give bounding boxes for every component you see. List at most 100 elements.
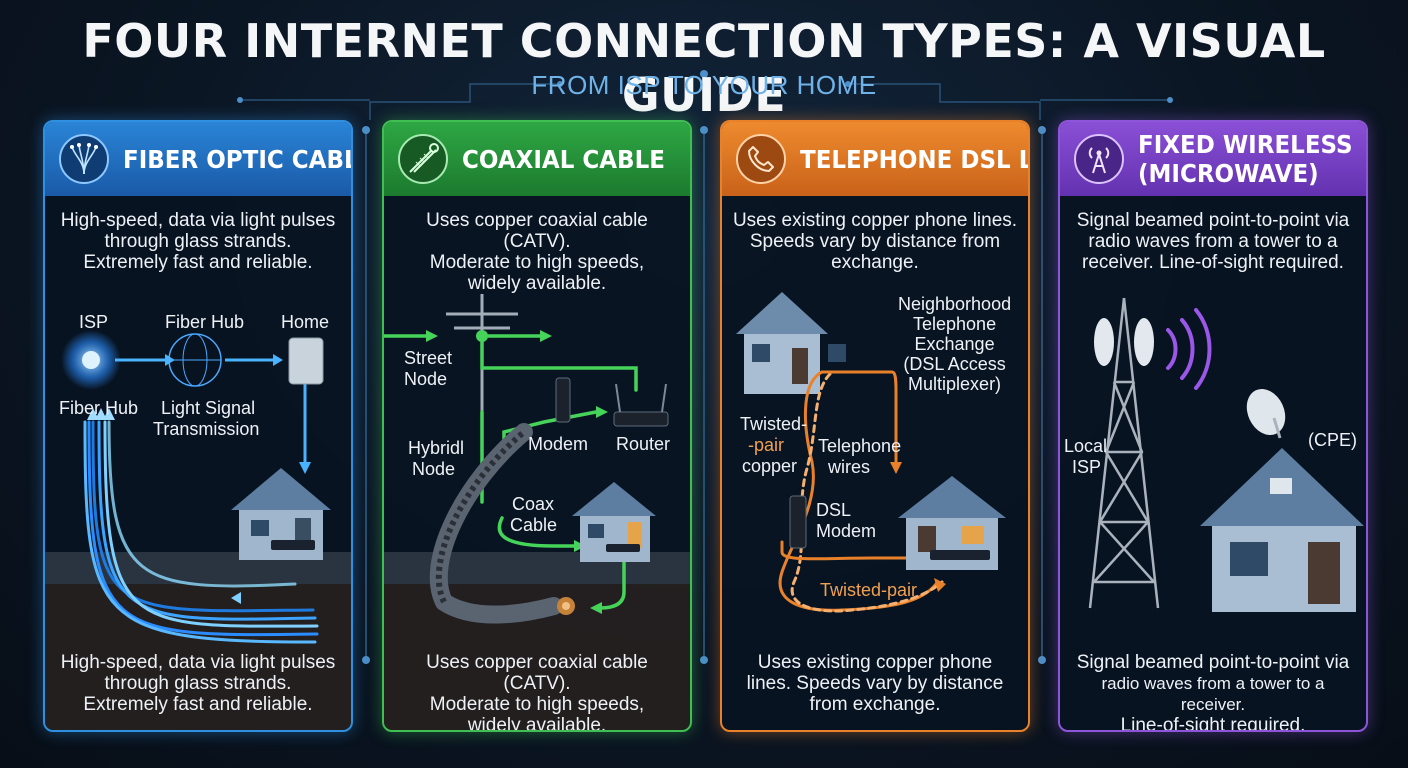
label-fiber-hub-left: Fiber Hub <box>59 398 139 418</box>
panel-coaxial: COAXIAL CABLE Uses copper coaxial cable … <box>382 120 692 732</box>
label-transmission: Transmission <box>153 419 260 439</box>
radio-tower-icon <box>1074 134 1124 184</box>
house-icon <box>898 476 1006 570</box>
panel-header: FIXED WIRELESS (MICROWAVE) <box>1060 122 1366 196</box>
panel-title: FIBER OPTIC CABLE <box>123 144 353 174</box>
radio-waves <box>1166 308 1212 390</box>
label-line: Exchange <box>914 334 995 354</box>
panel-title: FIXED WIRELESS (MICROWAVE) <box>1138 130 1353 188</box>
desc-line: lines. Speeds vary by distance <box>746 673 1004 694</box>
desc-line: Extremely fast and reliable. <box>83 252 313 273</box>
coax-diagram <box>384 294 690 730</box>
label-cpe: (CPE) <box>1308 430 1357 450</box>
panel-description-top: Uses copper coaxial cable (CATV). Modera… <box>394 210 680 294</box>
page-subtitle: FROM ISP TO YOUR HOME <box>531 70 877 100</box>
desc-line: High-speed, data via light pulses <box>60 652 336 673</box>
panel-description-top: Uses existing copper phone lines. Speeds… <box>732 210 1018 273</box>
panel-description-bottom: Uses existing copper phone lines. Speeds… <box>732 652 1018 715</box>
receiver-dish-icon <box>1246 388 1286 439</box>
panel-title: TELEPHONE DSL LINE <box>800 144 1028 174</box>
exchange-building-icon <box>736 292 846 394</box>
desc-line: exchange. <box>831 252 919 273</box>
label-isp: ISP <box>1072 457 1102 477</box>
panel-description-bottom: Signal beamed point-to-point via radio w… <box>1070 652 1356 732</box>
transmission-tower-icon <box>1088 297 1160 609</box>
label-line: Multiplexer) <box>908 374 1002 394</box>
phone-icon <box>736 134 786 184</box>
desc-line: High-speed, data via light pulses <box>60 210 336 231</box>
coax-cable-icon <box>398 134 448 184</box>
desc-line: Extremely fast and reliable. <box>83 694 313 715</box>
home-terminal-icon <box>288 337 324 385</box>
label-twisted: Twisted- <box>740 414 808 434</box>
circuit-decoration <box>237 70 1173 120</box>
label-fiber-hub: Fiber Hub <box>165 312 245 332</box>
label-copper: copper <box>742 456 798 476</box>
label-node: Node <box>404 369 448 389</box>
label-line: Neighborhood <box>898 294 1012 314</box>
desc-line: Line-of-sight required. <box>1120 715 1306 732</box>
desc-line: Uses existing copper phone <box>757 652 993 673</box>
label-light-signal: Light Signal <box>161 398 256 418</box>
desc-line: Uses existing copper phone lines. <box>732 210 1018 231</box>
label-exchange: Neighborhood Telephone Exchange (DSL Acc… <box>898 294 1011 394</box>
label-modem: Modem <box>816 521 877 541</box>
panel-fixed-wireless: FIXED WIRELESS (MICROWAVE) Signal beamed… <box>1058 120 1368 732</box>
desc-line: from exchange. <box>809 694 941 715</box>
label-pair: -pair <box>748 435 785 455</box>
label-router: Router <box>616 434 671 454</box>
panel-dsl: TELEPHONE DSL LINE Uses existing copper … <box>720 120 1030 732</box>
label-modem: Modem <box>528 434 589 454</box>
panel-header: FIBER OPTIC CABLE <box>45 122 351 196</box>
desc-line: Uses copper coaxial cable (CATV). <box>426 210 648 252</box>
desc-line: through glass strands. <box>104 673 292 694</box>
desc-line: through glass strands. <box>104 231 292 252</box>
desc-line: widely available. <box>467 273 607 294</box>
modem-icon <box>555 377 571 423</box>
desc-line: Moderate to high speeds, <box>429 252 645 273</box>
panel-header: COAXIAL CABLE <box>384 122 690 196</box>
label-hybrid-node: Node <box>412 459 456 479</box>
router-icon <box>613 383 669 427</box>
label-isp: ISP <box>79 312 109 332</box>
label-line: Telephone <box>913 314 997 334</box>
fiber-strands-icon <box>59 134 109 184</box>
panel-title: COAXIAL CABLE <box>462 144 665 174</box>
panel-header: TELEPHONE DSL LINE <box>722 122 1028 196</box>
desc-line: radio waves from a tower to a receiver. <box>1101 674 1325 714</box>
title-line: FIXED WIRELESS <box>1138 130 1353 159</box>
panel-fiber-optic: FIBER OPTIC CABLE High-speed, data via l… <box>43 120 353 732</box>
desc-line: Moderate to high speeds, <box>429 694 645 715</box>
wireless-diagram <box>1088 297 1364 612</box>
desc-line: receiver. Line-of-sight required. <box>1082 252 1344 273</box>
dsl-diagram <box>736 292 1006 613</box>
fiber-strand-bundle <box>83 420 319 644</box>
label-home: Home <box>281 312 330 332</box>
page-title: FOUR INTERNET CONNECTION TYPES: A VISUAL… <box>82 14 1326 122</box>
label-local: Local <box>1064 436 1108 456</box>
panel-description-top: Signal beamed point-to-point via radio w… <box>1070 210 1356 273</box>
panel-description-top: High-speed, data via light pulses throug… <box>55 210 341 273</box>
desc-line: Signal beamed point-to-point via <box>1076 652 1350 673</box>
label-cable: Cable <box>510 515 558 535</box>
desc-line: widely available. <box>467 715 607 732</box>
fiber-diagram <box>45 330 351 730</box>
panel-description-bottom: High-speed, data via light pulses throug… <box>55 652 341 715</box>
label-telephone: Telephone <box>818 436 902 456</box>
twisted-pair-wire <box>778 370 944 613</box>
house-icon <box>1200 448 1364 612</box>
label-coax: Coax <box>512 494 555 514</box>
house-icon <box>231 468 331 560</box>
house-icon <box>572 482 656 562</box>
desc-line: Uses copper coaxial cable (CATV). <box>426 652 648 694</box>
title-line: (MICROWAVE) <box>1138 159 1319 188</box>
tower-dish-icon <box>1094 318 1114 366</box>
panel-description-bottom: Uses copper coaxial cable (CATV). Modera… <box>394 652 680 732</box>
desc-line: radio waves from a tower to a <box>1088 231 1338 252</box>
label-line: (DSL Access <box>903 354 1006 374</box>
label-wires: wires <box>828 457 871 477</box>
desc-line: Speeds vary by distance from <box>749 231 1001 252</box>
label-twisted-pair: Twisted-pair <box>820 580 918 600</box>
label-dsl: DSL <box>816 500 852 520</box>
label-hybrid: Hybridl <box>408 438 465 458</box>
